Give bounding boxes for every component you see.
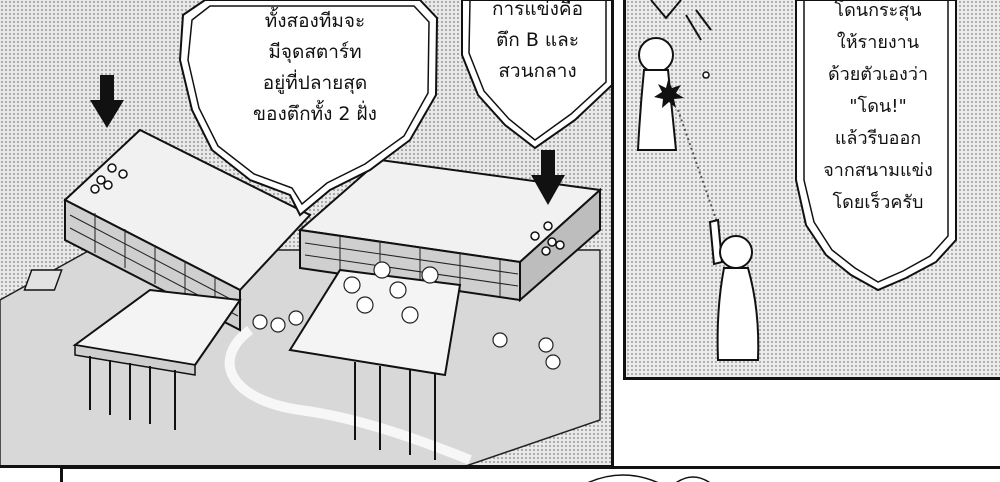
bubble-line: แล้วรีบออก — [834, 128, 922, 149]
next-panel-bubbles — [587, 474, 711, 482]
bubble-line: การแข่งคือ — [491, 0, 583, 20]
bubble-line: ทั้งสองทีมจะ — [264, 10, 366, 32]
pawn-figures-illustration — [636, 0, 957, 361]
bubble-line: ด้วยตัวเองว่า — [827, 64, 929, 85]
bubble-line: ให้รายงาน — [836, 32, 920, 53]
bubble-line: โดยเร็วครับ — [832, 192, 924, 213]
bubble-line: สวนกลาง — [498, 60, 577, 82]
bubble-line: อยู่ที่ปลายสุด — [262, 72, 368, 94]
down-arrow-icon — [90, 75, 124, 128]
bubble-line: ตึก B และ — [495, 29, 580, 51]
panel-next-partial — [60, 466, 1000, 482]
speech-bubble-hit-rule: โดนกระสุน ให้รายงาน ด้วยตัวเองว่า "โดน!"… — [808, 0, 948, 219]
panel-school-building: ทั้งสองทีมจะ มีจุดสตาร์ท อยู่ที่ปลายสุด … — [0, 0, 614, 468]
garden-trees — [252, 261, 561, 370]
impact-burst-icon — [654, 80, 684, 108]
school-building-illustration — [0, 0, 611, 465]
bubble-line: โดนกระสุน — [834, 0, 922, 21]
start-markers-a — [90, 163, 128, 194]
bubble-line: "โดน!" — [849, 96, 907, 117]
bubble-line: มีจุดสตาร์ท — [268, 41, 362, 63]
speech-bubble-battlefield: การแข่งคือ ตึก B และ สวนกลาง — [475, 0, 600, 87]
bubble-line: จากสนามแข่ง — [823, 160, 933, 181]
pawn-figure-shooter — [716, 235, 760, 361]
start-markers-b — [530, 221, 565, 256]
panel-hit-rule: โดนกระสุน ให้รายงาน ด้วยตัวเองว่า "โดน!"… — [623, 0, 1000, 380]
central-garden-deck — [288, 268, 462, 377]
bubble-line: ของตึกทั้ง 2 ฝั่ง — [253, 103, 377, 125]
speech-bubble-start-point-shape — [178, 0, 439, 217]
speech-bubble-start-point: ทั้งสองทีมจะ มีจุดสตาร์ท อยู่ที่ปลายสุด … — [215, 6, 415, 130]
speech-bubble-hit-rule-shape — [795, 0, 957, 292]
down-arrow-icon — [531, 150, 565, 205]
